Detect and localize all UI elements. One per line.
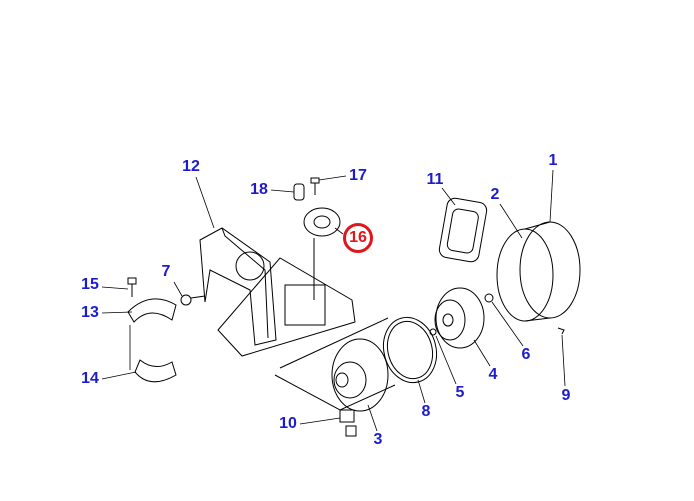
callout-9[interactable]: 9 xyxy=(561,387,571,404)
connector-part-10 xyxy=(339,409,357,437)
callout-14[interactable]: 14 xyxy=(81,370,99,387)
seal-part-11 xyxy=(438,197,488,263)
gasket-part-8 xyxy=(382,316,438,384)
callout-8[interactable]: 8 xyxy=(421,403,431,420)
callout-6[interactable]: 6 xyxy=(521,346,531,363)
clamp-part-13 xyxy=(127,298,177,323)
callout-13[interactable]: 13 xyxy=(81,304,99,321)
callout-18[interactable]: 18 xyxy=(250,181,268,198)
callout-4[interactable]: 4 xyxy=(488,366,498,383)
case-part-1 xyxy=(496,221,581,322)
base-plate xyxy=(217,257,396,411)
fan-part-4 xyxy=(434,287,485,349)
screw-part-17 xyxy=(310,177,320,195)
clip-part-9 xyxy=(557,327,565,335)
bracket-part-12 xyxy=(199,227,326,346)
housing-part-3 xyxy=(331,338,389,412)
callout-1[interactable]: 1 xyxy=(548,152,558,169)
callout-11[interactable]: 11 xyxy=(426,171,444,188)
bolt-part-7 xyxy=(180,294,206,306)
callout-15[interactable]: 15 xyxy=(81,276,99,293)
callout-16-highlighted[interactable]: 16 xyxy=(343,223,373,253)
callout-17[interactable]: 17 xyxy=(349,167,367,184)
callout-10[interactable]: 10 xyxy=(279,415,297,432)
leader-lines xyxy=(101,169,566,432)
washer-part-5 xyxy=(429,328,437,336)
callout-3[interactable]: 3 xyxy=(373,431,383,448)
spacer-part-18 xyxy=(293,183,305,201)
callout-12[interactable]: 12 xyxy=(182,158,200,175)
callout-2[interactable]: 2 xyxy=(490,186,500,203)
callout-7[interactable]: 7 xyxy=(161,263,171,280)
bolt-part-15 xyxy=(127,277,137,297)
motor-part-16 xyxy=(303,207,341,300)
clamp-part-14 xyxy=(129,325,177,383)
callout-5[interactable]: 5 xyxy=(455,384,465,401)
nut-part-6 xyxy=(484,293,494,303)
